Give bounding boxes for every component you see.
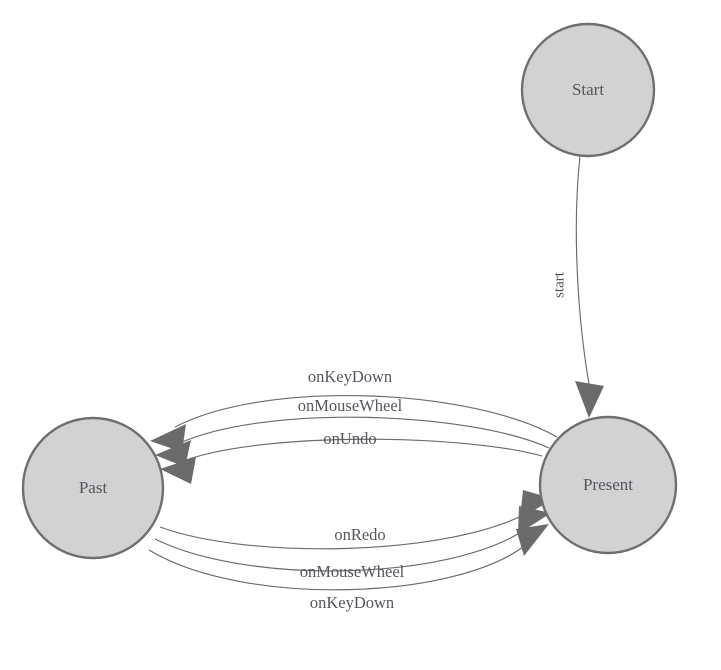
- edge-present-to-past-onundo[interactable]: onUndo: [160, 429, 543, 484]
- state-node-past-circle: [21, 416, 165, 560]
- edge-past-to-present-onredo[interactable]: onRedo: [159, 490, 554, 550]
- edge-present-to-past-onkeydown[interactable]: onKeyDown: [150, 367, 558, 452]
- state-node-past[interactable]: Past: [21, 416, 165, 560]
- edge-label-past-present-onkeydown: onKeyDown: [310, 593, 394, 612]
- edge-past-to-present-onmousewheel[interactable]: onMouseWheel: [154, 506, 551, 581]
- edge-start-to-present-path: [575, 155, 590, 385]
- edge-present-to-past-onmousewheel-path: [179, 416, 550, 449]
- edge-start-to-present[interactable]: start: [551, 155, 604, 418]
- edge-past-to-present-onmousewheel-path: [154, 527, 528, 572]
- state-node-past-label: Past: [79, 478, 108, 497]
- edge-label-present-past-onundo: onUndo: [323, 429, 376, 448]
- edge-past-to-present-onkeydown[interactable]: onKeyDown: [148, 524, 549, 612]
- edge-present-to-past-onkeydown-path: [174, 394, 558, 438]
- state-node-start-label: Start: [572, 80, 604, 99]
- state-node-present-label: Present: [583, 475, 633, 494]
- edge-label-present-past-onkeydown: onKeyDown: [308, 367, 392, 386]
- state-node-start-circle: [520, 22, 656, 158]
- state-node-start[interactable]: Start: [520, 22, 656, 158]
- edge-label-present-past-onmousewheel: onMouseWheel: [298, 396, 403, 415]
- arrowhead-present-to-past-onundo: [160, 457, 196, 484]
- arrowhead-present-to-past-onmousewheel: [155, 440, 191, 467]
- edge-label-start: start: [551, 271, 567, 298]
- arrowhead-present-to-past-onkeydown: [150, 424, 186, 452]
- arrowhead-start-to-present: [575, 381, 604, 418]
- edge-present-to-past-onundo-path: [185, 438, 543, 461]
- edge-present-to-past-onmousewheel[interactable]: onMouseWheel: [155, 396, 550, 467]
- edge-past-to-present-onkeydown-path: [148, 542, 529, 591]
- state-node-present-circle: [538, 415, 678, 555]
- arrowhead-past-to-present-onkeydown: [516, 524, 549, 556]
- edge-label-past-present-onmousewheel: onMouseWheel: [300, 562, 405, 581]
- edge-label-past-present-onredo: onRedo: [334, 525, 385, 544]
- state-node-present[interactable]: Present: [538, 415, 678, 555]
- arrowhead-past-to-present-onmousewheel: [518, 506, 551, 534]
- edge-past-to-present-onredo-path: [159, 511, 530, 550]
